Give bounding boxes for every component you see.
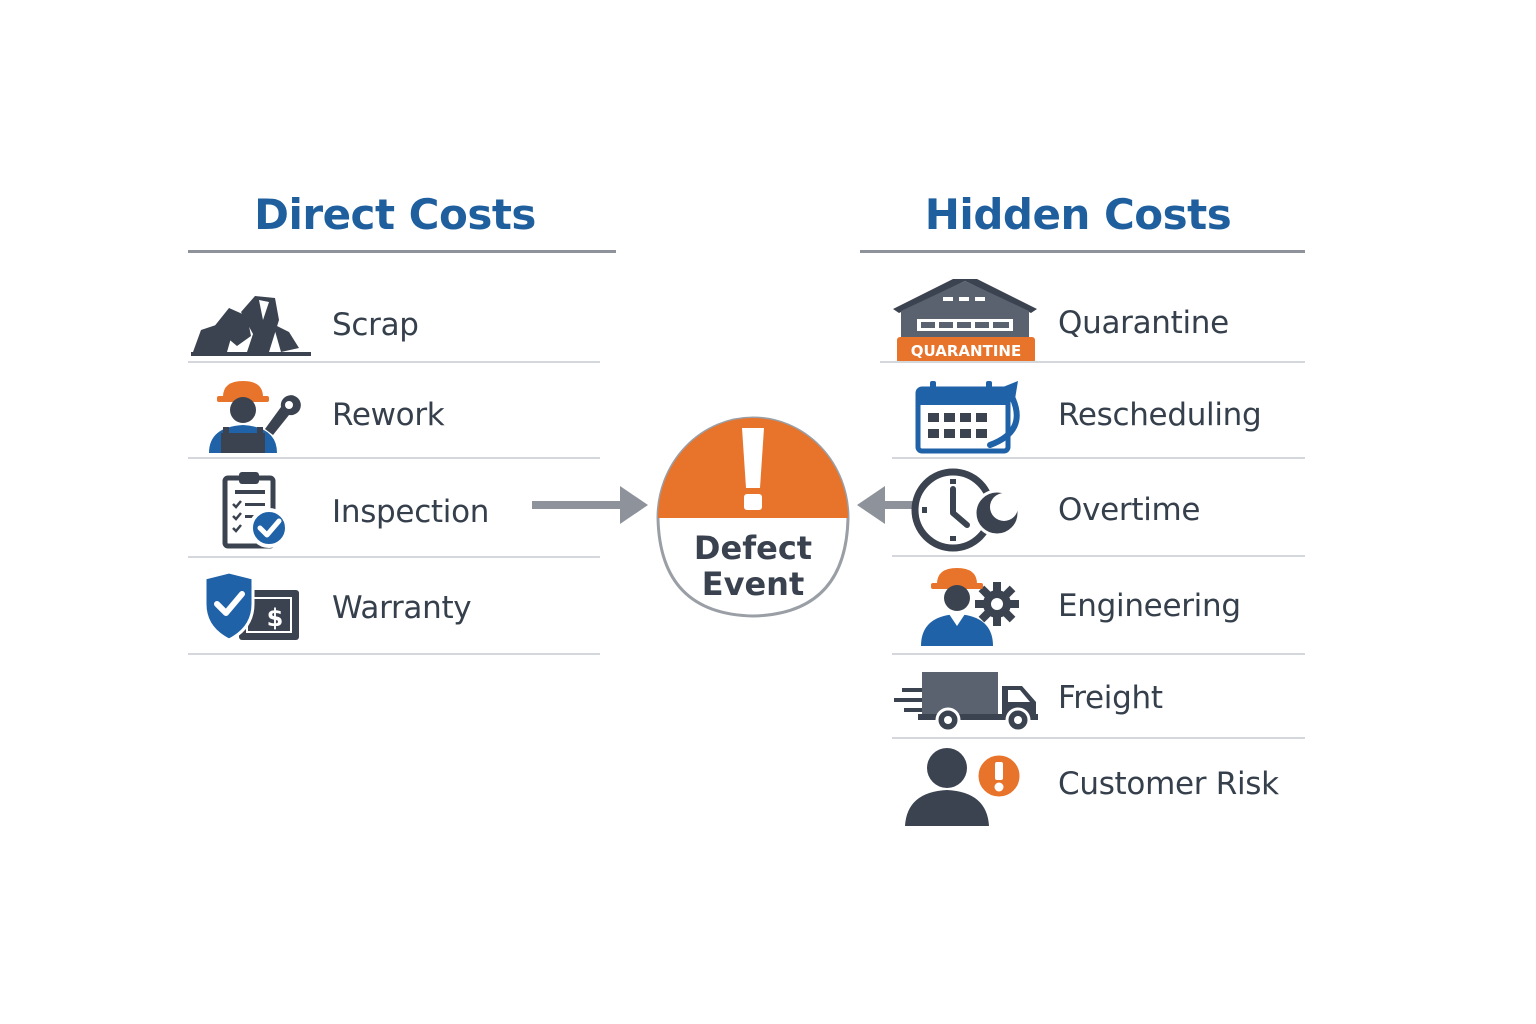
row-divider xyxy=(892,457,1305,459)
hidden-item-quarantine: QUARANTINE Quarantine xyxy=(890,279,1229,365)
calendar-arrow-icon xyxy=(890,373,1040,457)
hidden-item-freight: Freight xyxy=(890,656,1163,740)
row-divider xyxy=(188,361,600,363)
svg-text:$: $ xyxy=(267,604,284,632)
worker-wrench-icon xyxy=(186,373,316,457)
clipboard-check-icon xyxy=(186,470,316,554)
direct-item-label: Rework xyxy=(332,397,445,433)
hidden-item-label: Rescheduling xyxy=(1058,397,1262,433)
arrow-left-icon xyxy=(857,486,921,524)
direct-item-scrap: Scrap xyxy=(186,283,419,367)
hidden-item-label: Quarantine xyxy=(1058,305,1229,341)
exclamation-icon xyxy=(742,428,764,510)
person-alert-icon xyxy=(890,742,1040,826)
row-divider xyxy=(188,457,600,459)
clock-moon-icon xyxy=(890,468,1040,552)
row-divider xyxy=(892,653,1305,655)
direct-item-label: Inspection xyxy=(332,494,490,530)
row-divider xyxy=(892,555,1305,557)
hidden-item-label: Customer Risk xyxy=(1058,766,1279,802)
defect-event-line1: Defect xyxy=(693,529,813,567)
hidden-costs-heading-rule xyxy=(860,250,1305,253)
hidden-item-customer-risk: Customer Risk xyxy=(890,742,1279,826)
direct-item-warranty: $ Warranty xyxy=(186,566,472,650)
direct-item-rework: Rework xyxy=(186,373,445,457)
row-divider xyxy=(188,653,600,655)
engineer-gear-icon xyxy=(890,564,1040,648)
hidden-item-engineering: Engineering xyxy=(890,564,1241,648)
defect-event-label: Defect Event xyxy=(660,530,846,602)
hidden-item-rescheduling: Rescheduling xyxy=(890,373,1262,457)
warehouse-quarantine-icon: QUARANTINE xyxy=(890,279,1040,365)
defect-event-badge xyxy=(656,416,850,618)
hidden-costs-heading: Hidden Costs xyxy=(924,190,1232,239)
row-divider xyxy=(188,556,600,558)
quarantine-badge-text: QUARANTINE xyxy=(911,342,1021,360)
direct-costs-heading: Direct Costs xyxy=(254,190,536,239)
direct-costs-heading-rule xyxy=(188,250,616,253)
scrap-pile-icon xyxy=(186,283,316,367)
row-divider xyxy=(892,737,1305,739)
shield-dollar-icon: $ xyxy=(186,566,316,650)
truck-icon xyxy=(890,656,1040,740)
row-divider xyxy=(880,361,1305,363)
direct-item-label: Scrap xyxy=(332,307,419,343)
direct-item-label: Warranty xyxy=(332,590,472,626)
hidden-item-label: Freight xyxy=(1058,680,1163,716)
arrow-right-icon xyxy=(532,486,648,524)
hidden-item-overtime: Overtime xyxy=(890,468,1201,552)
defect-event-line2: Event xyxy=(701,565,805,603)
direct-item-inspection: Inspection xyxy=(186,470,489,554)
hidden-item-label: Engineering xyxy=(1058,588,1241,624)
hidden-item-label: Overtime xyxy=(1058,492,1201,528)
